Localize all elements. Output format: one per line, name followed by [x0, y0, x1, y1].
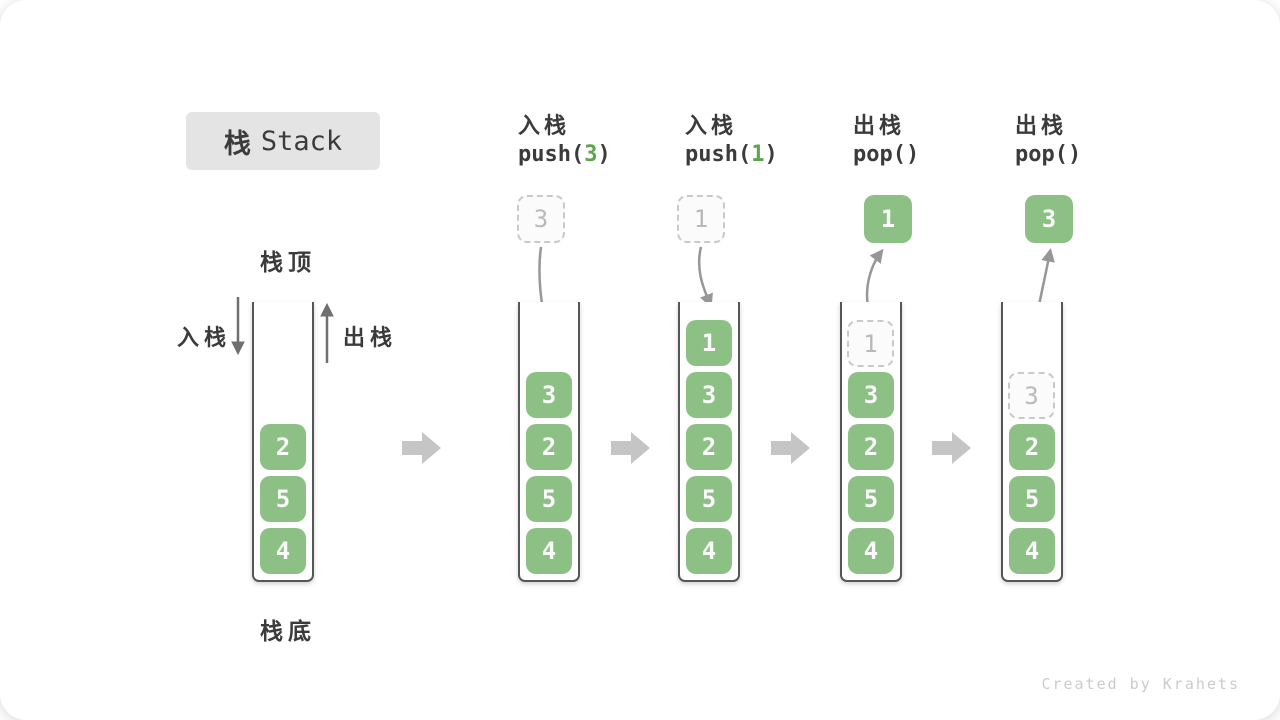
transition-arrow [611, 432, 650, 464]
incoming-value-box: 3 [517, 195, 565, 243]
stack-cell: 5 [526, 476, 572, 522]
transition-arrow [771, 432, 810, 464]
stage-caption-op: 入栈 [685, 113, 738, 138]
stack-cell: 5 [260, 476, 306, 522]
stack-cell: 2 [848, 424, 894, 470]
code-arg: 1 [751, 142, 765, 167]
title-en: Stack [260, 125, 343, 157]
stack-cell: 2 [526, 424, 572, 470]
stack-cell: 3 [526, 372, 572, 418]
code-post: ) [597, 142, 611, 167]
popped-value-box: 1 [864, 195, 912, 243]
stage-caption-op: 入栈 [518, 113, 571, 138]
stage-caption-op: 出栈 [853, 113, 906, 138]
transition-arrow [932, 432, 971, 464]
push-in-label: 入栈 [177, 325, 232, 350]
transition-arrow [402, 432, 441, 464]
stack-cell: 2 [1009, 424, 1055, 470]
stack-cell: 4 [686, 528, 732, 574]
stack-cell: 4 [526, 528, 572, 574]
diagram-title: 栈 Stack [186, 112, 380, 170]
stack-cell: 2 [686, 424, 732, 470]
code-post: ) [764, 142, 778, 167]
stack-cell: 1 [686, 320, 732, 366]
stack-cell: 4 [848, 528, 894, 574]
stack-bottom-label: 栈底 [260, 618, 316, 644]
stack-cell: 5 [1009, 476, 1055, 522]
code-pre: push( [685, 142, 752, 167]
code-arg: 3 [584, 142, 598, 167]
popped-ghost-cell: 1 [847, 320, 894, 367]
code-pre: push( [518, 142, 585, 167]
incoming-value-box: 1 [677, 195, 725, 243]
stage-caption-op: 出栈 [1015, 113, 1068, 138]
stack-cell: 4 [260, 528, 306, 574]
stack-cell: 4 [1009, 528, 1055, 574]
stage-caption-code: pop() [853, 142, 919, 167]
stack-cell: 2 [260, 424, 306, 470]
credit-text: Created by Krahets [1041, 675, 1240, 693]
popped-ghost-cell: 3 [1008, 372, 1055, 419]
stack-cell: 3 [848, 372, 894, 418]
stack-cell: 3 [686, 372, 732, 418]
code-pre: pop() [853, 142, 920, 167]
stage-caption-code: pop() [1015, 142, 1081, 167]
stack-cell: 5 [686, 476, 732, 522]
stack-cell: 5 [848, 476, 894, 522]
push-1-curve-arrow [697, 246, 713, 308]
title-zh: 栈 [223, 128, 251, 159]
stack-top-label: 栈顶 [260, 249, 316, 275]
stage-caption-code: push(1) [685, 142, 778, 167]
popped-value-box: 3 [1025, 195, 1073, 243]
pop-out-label: 出栈 [343, 325, 398, 350]
code-pre: pop() [1015, 142, 1082, 167]
stage-caption-code: push(3) [518, 142, 611, 167]
